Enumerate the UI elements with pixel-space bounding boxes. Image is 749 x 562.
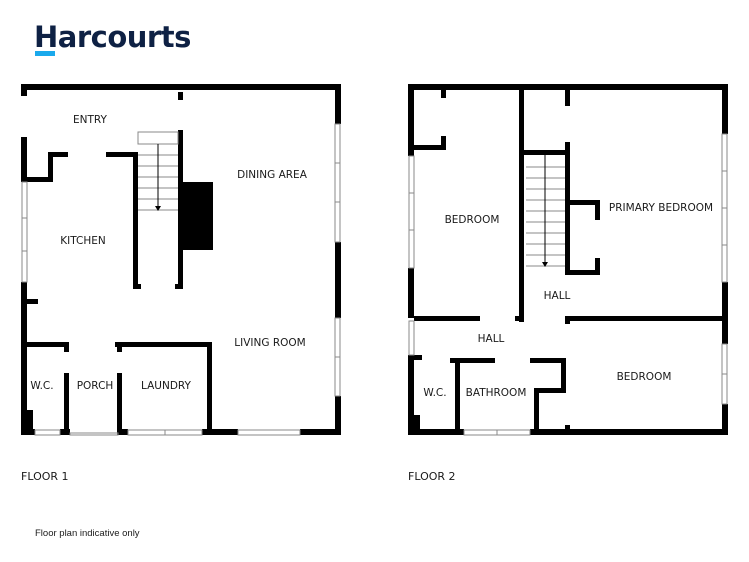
logo-accent-bar [35, 51, 55, 56]
stair-arrow-icon [155, 206, 161, 211]
harcourts-logo: Harcourts [34, 20, 191, 54]
room-label-entry: ENTRY [73, 114, 107, 126]
room-label-kitchen: KITCHEN [60, 235, 106, 247]
room-label-primary-bedroom: PRIMARY BEDROOM [608, 202, 714, 214]
room-label-bathroom: BATHROOM [465, 387, 527, 399]
room-label-bedroom-2: BEDROOM [616, 371, 672, 383]
floor-1-label: FLOOR 1 [21, 470, 69, 483]
room-label-wc: W.C. [423, 387, 447, 399]
room-label-bedroom: BEDROOM [444, 214, 500, 226]
disclaimer-note: Floor plan indicative only [35, 528, 140, 539]
room-label-wc: W.C. [30, 380, 54, 392]
room-label-hall: HALL [477, 333, 505, 345]
room-label-hall-upper: HALL [543, 290, 571, 302]
floor-2-label: FLOOR 2 [408, 470, 456, 483]
room-label-living-room: LIVING ROOM [234, 337, 306, 349]
stair-arrow-icon [542, 262, 548, 267]
room-label-laundry: LAUNDRY [141, 380, 191, 392]
room-label-porch: PORCH [76, 380, 114, 392]
room-label-dining-area: DINING AREA [237, 169, 307, 181]
